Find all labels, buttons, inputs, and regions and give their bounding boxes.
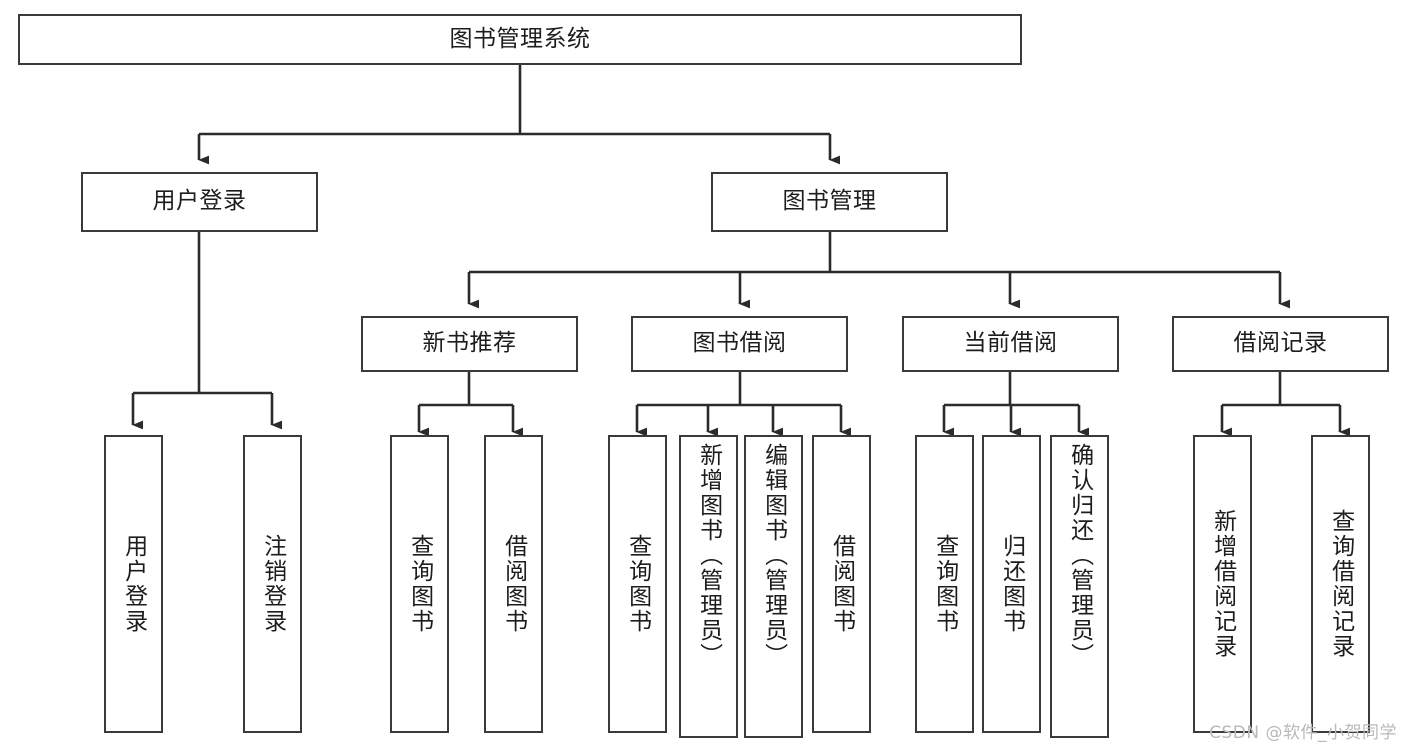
node-label: 编辑图书（管理员） [760,443,787,668]
leaf-query-book-recommend[interactable]: 查询图书 [390,435,449,733]
node-label: 查询图书 [406,534,433,634]
node-label: 新书推荐 [422,330,517,357]
leaf-query-book-current[interactable]: 查询图书 [915,435,974,733]
leaf-borrow-book-borrow[interactable]: 借阅图书 [812,435,871,733]
leaf-add-borrow-record[interactable]: 新增借阅记录 [1193,435,1252,733]
node-book-management[interactable]: 图书管理 [711,172,948,232]
node-new-book-recommend[interactable]: 新书推荐 [361,316,578,372]
node-label: 图书管理系统 [449,25,591,52]
leaf-query-borrow-record[interactable]: 查询借阅记录 [1311,435,1370,733]
node-label: 注销登录 [259,534,286,634]
node-label: 查询借阅记录 [1327,509,1354,659]
node-label: 图书借阅 [692,330,787,357]
node-root-system[interactable]: 图书管理系统 [18,14,1022,65]
node-label: 查询图书 [624,534,651,634]
node-label: 用户登录 [120,534,147,634]
node-label: 确认归还（管理员） [1066,443,1093,668]
node-label: 图书管理 [782,188,877,215]
node-label: 新增借阅记录 [1209,509,1236,659]
leaf-borrow-book-recommend[interactable]: 借阅图书 [484,435,543,733]
leaf-confirm-return-admin[interactable]: 确认归还（管理员） [1050,435,1109,738]
node-label: 用户登录 [152,188,247,215]
leaf-add-book-admin[interactable]: 新增图书（管理员） [679,435,738,738]
node-book-borrow[interactable]: 图书借阅 [631,316,848,372]
leaf-user-login[interactable]: 用户登录 [104,435,163,733]
node-label: 借阅图书 [828,534,855,634]
node-label: 新增图书（管理员） [695,443,722,668]
node-current-borrow[interactable]: 当前借阅 [902,316,1119,372]
node-label: 归还图书 [998,534,1025,634]
leaf-logout-login[interactable]: 注销登录 [243,435,302,733]
leaf-return-book[interactable]: 归还图书 [982,435,1041,733]
node-borrow-record[interactable]: 借阅记录 [1172,316,1389,372]
node-user-login[interactable]: 用户登录 [81,172,318,232]
node-label: 借阅图书 [500,534,527,634]
leaf-query-book-borrow[interactable]: 查询图书 [608,435,667,733]
node-label: 当前借阅 [963,330,1058,357]
node-label: 查询图书 [931,534,958,634]
node-label: 借阅记录 [1233,330,1328,357]
leaf-edit-book-admin[interactable]: 编辑图书（管理员） [744,435,803,738]
